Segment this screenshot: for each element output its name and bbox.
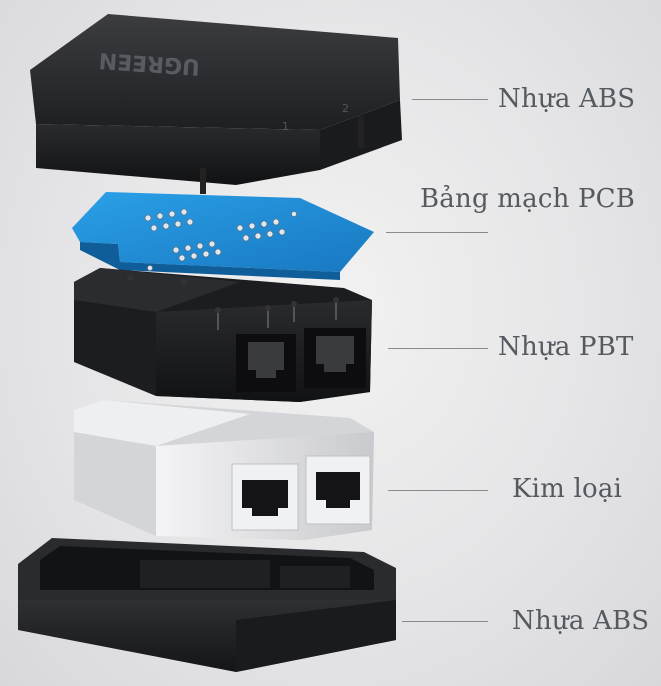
bottom-case [18,538,396,672]
top-cover: UGREEN 1 2 [30,14,402,194]
metal-shield [74,400,374,540]
leader-line-housing [388,348,488,349]
pbt-housing [74,268,372,402]
leader-line-bottom-case [402,621,488,622]
port-number-2: 2 [342,102,349,115]
label-pcb: Bảng mạch PCB [420,184,636,214]
leader-line-pcb [386,232,488,233]
port-number-1: 1 [282,120,289,133]
label-top-cover: Nhựa ABS [498,84,636,114]
label-shield: Kim loại [512,474,623,504]
pcb-board [72,192,374,280]
label-housing: Nhựa PBT [498,332,634,362]
leader-line-shield [388,490,488,491]
leader-line-top-cover [412,99,488,100]
label-bottom-case: Nhựa ABS [512,606,650,636]
